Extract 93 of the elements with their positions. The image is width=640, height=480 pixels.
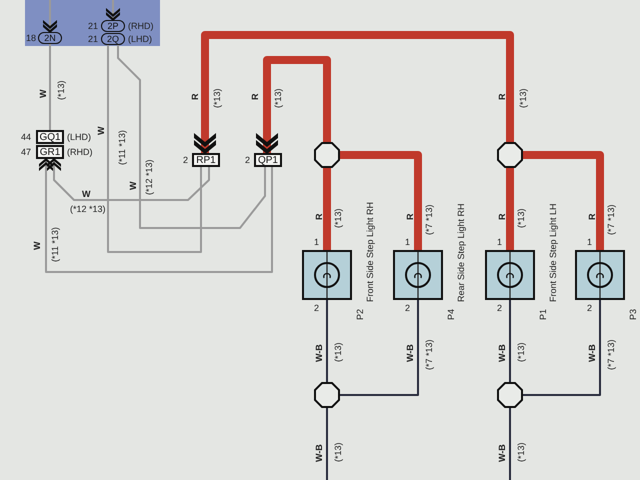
component-label: Front Side Step Light RH xyxy=(365,202,375,302)
wire-note: (*12 *13) xyxy=(144,159,154,195)
pin-number: 21 xyxy=(88,34,98,44)
pin-number: 2 xyxy=(245,155,250,165)
wire-note: (*7 *13) xyxy=(606,204,616,235)
wire-color-label: R xyxy=(250,94,260,100)
pin-number: 2 xyxy=(183,155,188,165)
wire-color-label: R xyxy=(405,214,415,220)
wire xyxy=(326,408,328,480)
wire-note: (*11 *13) xyxy=(50,227,60,262)
wire xyxy=(107,45,202,253)
component-label: (LHD) xyxy=(67,132,91,142)
wire-note: (*13) xyxy=(516,442,526,462)
wire-note: (*11 *13) xyxy=(117,130,127,165)
wire-color-label: W xyxy=(32,242,42,250)
wire-color-label: W-B xyxy=(314,444,324,462)
connector-pin-label: 2P xyxy=(101,20,125,32)
wire-color-label: R xyxy=(190,94,200,100)
component-label: (RHD) xyxy=(128,21,154,31)
lamp-box xyxy=(485,250,535,300)
pin-number: 2 xyxy=(405,303,410,313)
wire-color-label: R xyxy=(497,94,507,100)
wire-color-label: W xyxy=(96,126,106,135)
wire xyxy=(117,45,266,229)
component-label: P2 xyxy=(355,308,365,320)
wire-note: (*13) xyxy=(516,342,526,362)
pin-number: 2 xyxy=(497,303,502,313)
wire xyxy=(523,151,604,250)
pin-number: 1 xyxy=(314,237,320,247)
pin-number: 2 xyxy=(587,303,592,313)
wire-color-label: R xyxy=(497,214,507,220)
wire-note: (*7 *13) xyxy=(606,339,616,370)
wire xyxy=(506,168,514,250)
connector-pin-label: 2N xyxy=(38,32,62,44)
pin-number: 21 xyxy=(88,21,98,31)
wire-color-label: W-B xyxy=(314,344,324,362)
wire xyxy=(340,300,419,396)
wire-color-label: W-B xyxy=(587,344,597,362)
pin-number: 1 xyxy=(405,237,410,247)
wire xyxy=(43,0,57,33)
wire xyxy=(323,168,331,250)
wire-color-label: W xyxy=(82,189,90,199)
wire-note: (*13) xyxy=(333,442,343,462)
wire-note: (*13) xyxy=(212,88,222,108)
connector-box: RP1 xyxy=(192,153,220,167)
wire-note: (*13) xyxy=(333,342,343,362)
pin-number: 1 xyxy=(497,237,502,247)
wire xyxy=(340,151,422,250)
wire-color-label: W xyxy=(38,90,48,98)
wire xyxy=(509,300,511,382)
wire-note: (*7 *13) xyxy=(424,204,434,235)
wire xyxy=(49,44,51,130)
wire xyxy=(509,408,511,480)
connector-pin-label: 2Q xyxy=(101,33,125,45)
wire xyxy=(523,300,601,396)
pin-number: 47 xyxy=(21,147,32,157)
wire-note: (*13) xyxy=(518,88,528,108)
wire-note: (*13) xyxy=(516,208,526,228)
wire-color-label: W-B xyxy=(497,344,507,362)
wire-note: (*13) xyxy=(333,208,343,228)
component-label: P4 xyxy=(446,308,456,320)
pin-number: 2 xyxy=(314,303,320,313)
lamp-box xyxy=(575,250,625,300)
wire-color-label: W xyxy=(128,182,138,190)
wire xyxy=(106,0,120,21)
connector-box: GQ1 xyxy=(36,130,64,144)
wire-note: (*13) xyxy=(273,88,283,108)
wire xyxy=(47,158,210,201)
pin-number: 1 xyxy=(587,237,592,247)
connector-panel xyxy=(25,0,160,46)
component-label: (RHD) xyxy=(67,147,92,157)
wire-note: (*7 *13) xyxy=(424,339,434,370)
component-label: P1 xyxy=(538,308,548,320)
wire-color-label: W-B xyxy=(497,444,507,462)
lamp-box xyxy=(302,250,352,300)
wire-note: (*12 *13) xyxy=(70,204,106,214)
connector-box: GR1 xyxy=(36,145,64,159)
wire xyxy=(326,300,328,382)
wire-color-label: W-B xyxy=(405,344,415,362)
wire-note: (*13) xyxy=(56,80,66,100)
wire xyxy=(194,31,514,154)
lamp-box xyxy=(393,250,443,300)
wire-color-label: R xyxy=(314,214,324,220)
component-label: (LHD) xyxy=(128,34,152,44)
connector-box: QP1 xyxy=(254,153,282,167)
pin-number: 44 xyxy=(21,132,32,142)
component-label: Rear Side Step Light RH xyxy=(456,203,466,302)
component-label: P3 xyxy=(628,308,638,320)
wire xyxy=(256,56,331,154)
wire xyxy=(39,158,273,273)
wire-color-label: R xyxy=(587,214,597,220)
component-label: Front Side Step Light LH xyxy=(548,203,558,302)
pin-number: 18 xyxy=(26,33,36,43)
